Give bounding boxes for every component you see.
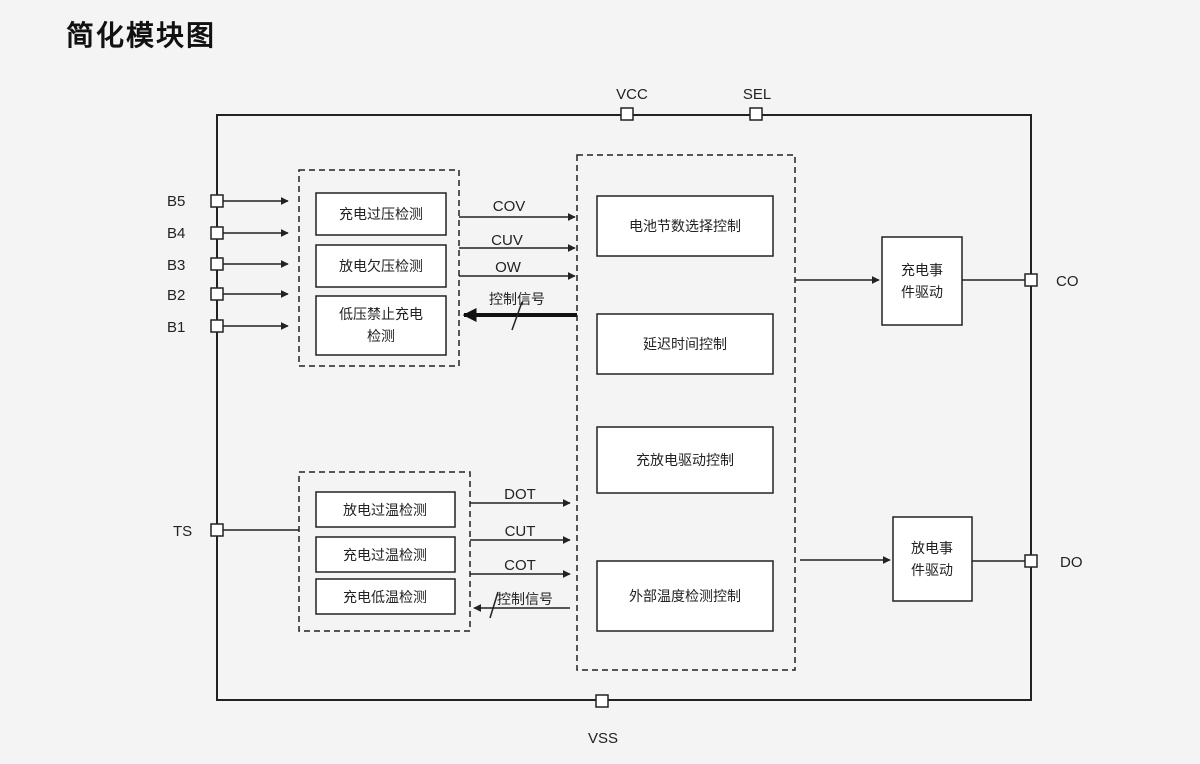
control-signal-slash-top (511, 301, 523, 331)
b1-pin-label: B1 (167, 319, 185, 336)
overcharge-detect-label: 充电过压检测 (339, 207, 423, 223)
cov-label: COV (493, 198, 526, 215)
delay-control-label: 延迟时间控制 (643, 337, 727, 353)
dot-label: DOT (504, 486, 536, 503)
ow-label: OW (495, 259, 522, 276)
control-logic-group (576, 154, 796, 671)
drive-control-label: 充放电驱动控制 (636, 453, 734, 469)
b5-pin (210, 194, 224, 208)
discharge-event-driver-label-line1: 放电事 (911, 541, 953, 557)
b2-pin-label: B2 (167, 287, 185, 304)
sel-pin (749, 107, 763, 121)
low-voltage-inhibit-label-line1: 低压禁止充电 (339, 307, 423, 323)
cell-count-select-label: 电池节数选择控制 (629, 219, 741, 235)
control-signal-label-top: 控制信号 (489, 292, 545, 308)
do-pin-label: DO (1060, 554, 1083, 571)
cell-count-select-block (596, 195, 774, 257)
charge-overtemp-detect-block (315, 536, 456, 573)
discharge-event-driver-label-line2: 件驱动 (911, 563, 953, 579)
b2-pin (210, 287, 224, 301)
b3-pin-label: B3 (167, 257, 185, 274)
delay-control-block (596, 313, 774, 375)
ts-pin (210, 523, 224, 537)
ts-pin-label: TS (173, 523, 192, 540)
cot-label: COT (504, 557, 536, 574)
vss-pin (595, 694, 609, 708)
charge-lowtemp-detect-label: 充电低温检测 (343, 590, 427, 606)
control-signal-slash-bottom (489, 591, 499, 619)
b4-pin-label: B4 (167, 225, 185, 242)
do-pin (1024, 554, 1038, 568)
drive-control-block (596, 426, 774, 494)
external-temp-control-label: 外部温度检测控制 (629, 589, 741, 605)
low-voltage-inhibit-block (315, 295, 447, 356)
discharge-overtemp-detect-label: 放电过温检测 (343, 503, 427, 519)
overdischarge-detect-label: 放电欠压检测 (339, 259, 423, 275)
b5-pin-label: B5 (167, 193, 185, 210)
control-signal-label-bottom: 控制信号 (497, 592, 553, 608)
charge-event-driver-label-line2: 件驱动 (901, 285, 943, 301)
charge-event-driver-label-line1: 充电事 (901, 263, 943, 279)
charge-overtemp-detect-label: 充电过温检测 (343, 548, 427, 564)
diagram-title: 简化模块图 (66, 19, 217, 52)
voltage-detection-group (298, 169, 460, 367)
co-pin-label: CO (1056, 273, 1079, 290)
co-pin (1024, 273, 1038, 287)
cut-label: CUT (505, 523, 536, 540)
overcharge-detect-block (315, 192, 447, 236)
sel-pin-label: SEL (743, 86, 771, 103)
temperature-detection-group (298, 471, 471, 632)
external-temp-control-block (596, 560, 774, 632)
low-voltage-inhibit-label-line2: 检测 (367, 329, 395, 345)
vcc-pin (620, 107, 634, 121)
charge-lowtemp-detect-block (315, 578, 456, 615)
vcc-pin-label: VCC (616, 86, 648, 103)
charge-event-driver-block (881, 236, 963, 326)
vss-pin-label: VSS (588, 730, 618, 747)
discharge-overtemp-detect-block (315, 491, 456, 528)
overdischarge-detect-block (315, 244, 447, 288)
discharge-event-driver-block (892, 516, 973, 602)
b3-pin (210, 257, 224, 271)
cuv-label: CUV (491, 232, 523, 249)
b1-pin (210, 319, 224, 333)
b4-pin (210, 226, 224, 240)
